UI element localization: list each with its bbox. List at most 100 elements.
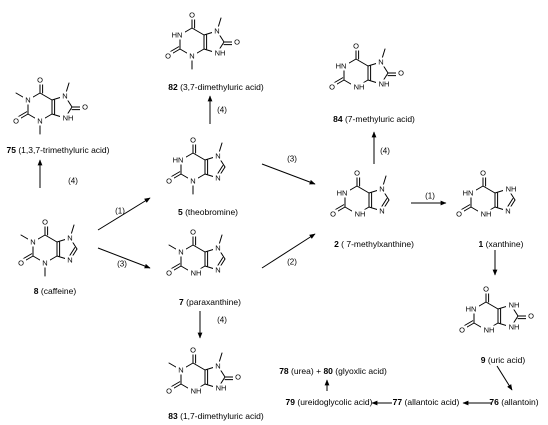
atom-mask (460, 188, 476, 198)
bond-line (192, 362, 206, 371)
atom-o: O (37, 76, 43, 85)
atom-n: N (505, 207, 510, 216)
atom-hn: HN (172, 31, 183, 40)
atom-hn: HN (336, 62, 347, 71)
atom-o: O (528, 312, 534, 321)
reaction-arrows (37, 95, 513, 406)
atom-o: O (42, 218, 48, 227)
atom-mask (188, 268, 204, 278)
step-label-methylxanthine-to-methyluric: (4) (380, 147, 390, 156)
atom-o: O (190, 346, 196, 355)
bond-line (355, 58, 369, 67)
atom-nh: NH (191, 387, 202, 396)
step-label-caffeine-to-trimethyluric: (4) (68, 177, 78, 186)
atom-n: N (215, 266, 220, 275)
atom-mask (60, 113, 76, 123)
step-label-caffeine-to-paraxanthine: (3) (117, 260, 127, 269)
atom-mask (376, 57, 386, 67)
arrow-paraxanthine-to-methylxanthine (261, 233, 316, 269)
bond-line (191, 27, 205, 36)
atom-mask (454, 209, 464, 219)
atom-mask (327, 82, 337, 92)
arrow-caffeine-to-paraxanthine (97, 247, 151, 269)
atom-mask (352, 209, 368, 219)
atom-n: N (190, 177, 195, 186)
atom-mask (163, 51, 173, 61)
atom-o: O (166, 269, 172, 278)
atom-o: O (330, 210, 336, 219)
step-label-paraxanthine-to-methylxanthine: (2) (287, 258, 297, 267)
atom-o: O (329, 83, 335, 92)
atom-mask (164, 176, 174, 186)
bond-line (482, 185, 496, 194)
atom-mask (188, 345, 198, 355)
atom-mask (506, 322, 522, 332)
step-label-paraxanthine-to-dimethyluric: (4) (217, 316, 227, 325)
label-dimethyluric-acid-37: 82 (3,7-dimethyluric acid) (168, 82, 264, 92)
atom-mask (351, 41, 361, 51)
atom-nh: NH (509, 301, 520, 310)
atom-o: O (353, 42, 359, 51)
atom-mask (333, 61, 349, 71)
atom-n: N (379, 207, 384, 216)
label-methylxanthine: 2 ( 7-methylxanthine) (334, 239, 414, 249)
atom-nh: NH (481, 210, 492, 219)
atom-mask (377, 184, 387, 194)
label-methyluric-acid: 84 (7-methyluric acid) (333, 114, 415, 124)
atom-mask (457, 325, 467, 335)
atom-mask (212, 26, 222, 36)
atom-nh: NH (509, 323, 520, 332)
atom-mask (506, 300, 522, 310)
atom-o: O (82, 103, 88, 112)
atom-mask (213, 173, 223, 183)
arrow-caffeine-to-theobromine (97, 197, 151, 231)
atom-mask (232, 37, 242, 47)
bond-line (485, 301, 499, 310)
atom-o: O (166, 387, 172, 396)
atom-mask (80, 102, 90, 112)
atom-n: N (30, 238, 35, 247)
atom-mask (503, 184, 519, 194)
bond-line (356, 185, 370, 194)
atom-o: O (354, 169, 360, 178)
atom-mask (40, 258, 50, 268)
bond-line (192, 244, 206, 253)
atom-mask (478, 168, 488, 178)
atom-n: N (215, 152, 220, 161)
atom-o: O (189, 11, 195, 20)
step-label-theobromine-to-methylxanthine: (3) (287, 155, 297, 164)
atom-o: O (18, 259, 24, 268)
atom-nh: NH (354, 83, 365, 92)
atom-hn: HN (463, 189, 474, 198)
atom-mask (396, 68, 406, 78)
bond-line (39, 92, 53, 101)
atom-nh: NH (191, 269, 202, 278)
atom-nh: NH (355, 210, 366, 219)
atom-mask (213, 383, 229, 393)
atom-mask (188, 227, 198, 237)
atom-hn: HN (466, 305, 477, 314)
label-allantoin: 76 (allantoin) (489, 397, 538, 407)
atom-mask (65, 233, 75, 243)
atom-hn: HN (337, 189, 348, 198)
label-uric-acid: 9 (uric acid) (481, 355, 526, 365)
label-xanthine: 1 (xanthine) (479, 239, 524, 249)
atom-mask (478, 209, 494, 219)
atom-mask (233, 372, 243, 382)
atom-mask (213, 151, 223, 161)
atom-n: N (67, 234, 72, 243)
atom-n: N (67, 256, 72, 265)
atom-n: N (62, 92, 67, 101)
atom-o: O (480, 169, 486, 178)
atom-mask (187, 51, 197, 61)
atom-mask (11, 116, 21, 126)
label-trimethyluric-acid: 75 (1,3,7-trimethyluric acid) (6, 145, 109, 155)
atom-n: N (25, 96, 30, 105)
atom-o: O (234, 38, 240, 47)
atom-n: N (37, 117, 42, 126)
arrow-theobromine-to-methylxanthine (261, 163, 316, 185)
